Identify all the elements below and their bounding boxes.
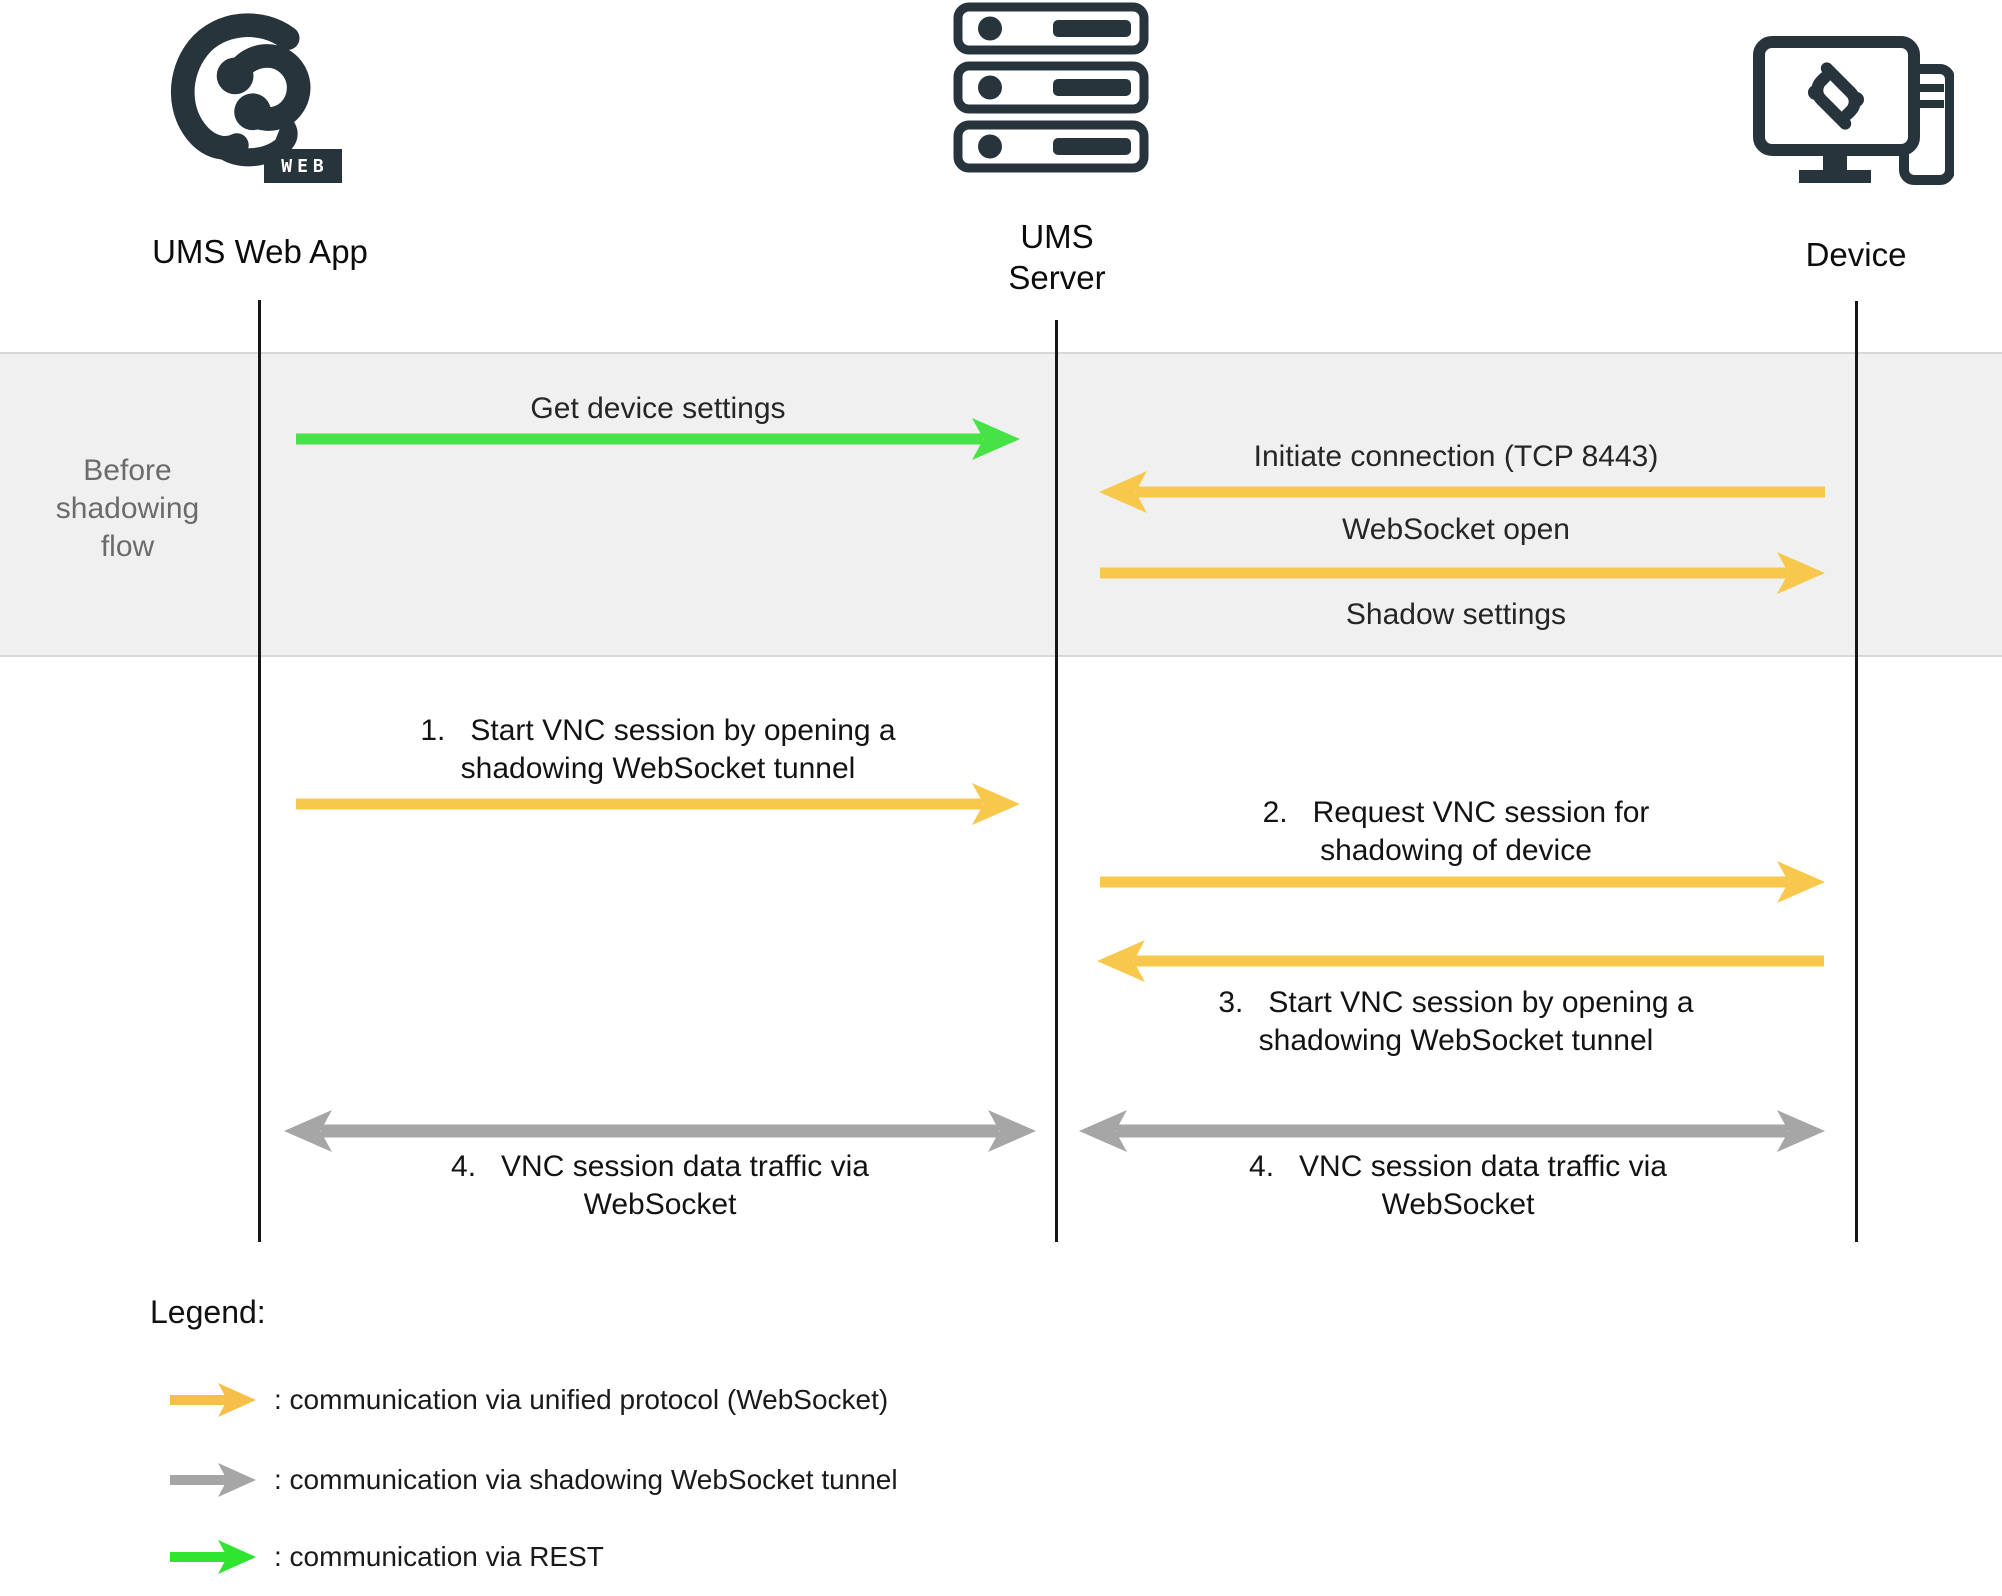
arrow-shaft [1116, 1124, 1788, 1138]
message-label-shadow-settings: Shadow settings [1345, 598, 1567, 631]
message-label-websocket-open: WebSocket open [1342, 513, 1570, 546]
arrow-shaft [296, 798, 983, 810]
step4-label-webapp-server: 4. VNC session data traffic via WebSocke… [451, 1150, 869, 1221]
step4-label-server-device: 4. VNC session data traffic via WebSocke… [1249, 1150, 1667, 1221]
arrow-step4-server-device [1079, 1110, 1825, 1152]
legend-arrow-shadowing-tunnel [170, 1463, 256, 1497]
step2-label: 2. Request VNC session for shadowing of … [1262, 796, 1650, 867]
actor-label-ums-web-app: UMS Web App [152, 233, 368, 270]
arrow-shaft [1100, 567, 1788, 579]
ums-web-app-logo-icon: WEB [158, 6, 342, 186]
before-shadowing-section-label: Before shadowing flow [55, 454, 200, 563]
arrow-shaft [1134, 955, 1824, 967]
lifeline-ums-web-app [258, 300, 261, 1242]
arrow-shaft [1136, 486, 1825, 498]
legend-title: Legend: [150, 1294, 266, 1330]
arrow-shaft [170, 1475, 227, 1485]
lifeline-device [1855, 301, 1858, 1242]
legend-arrow-rest [170, 1540, 256, 1574]
arrow-shaft [321, 1124, 999, 1138]
actor-label-ums-server: UMS Server [1008, 218, 1106, 296]
web-badge: WEB [264, 149, 342, 183]
legend-label-unified-protocol: : communication via unified protocol (We… [274, 1384, 889, 1415]
legend-label-rest: : communication via REST [274, 1541, 604, 1572]
ums-server-icon [953, 2, 1149, 174]
message-label-get-device-settings: Get device settings [530, 392, 786, 425]
arrow-step4-webapp-server [284, 1110, 1036, 1152]
legend-arrow-unified-protocol [170, 1383, 256, 1417]
lifeline-ums-server [1055, 320, 1058, 1242]
arrow-shaft [170, 1552, 227, 1562]
step3-label: 3. Start VNC session by opening a shadow… [1218, 986, 1694, 1057]
arrow-shaft [296, 433, 983, 445]
arrow-get-device-settings [296, 418, 1020, 460]
before-shadowing-section-band [0, 352, 2002, 657]
message-label-initiate-connection: Initiate connection (TCP 8443) [1253, 440, 1659, 473]
desktop-monitor-icon [1753, 36, 1955, 185]
actor-label-device: Device [1805, 236, 1907, 273]
server-rack-icon [953, 2, 1149, 173]
legend-label-shadowing-tunnel: : communication via shadowing WebSocket … [274, 1464, 898, 1495]
step1-label: 1. Start VNC session by opening a shadow… [420, 714, 896, 785]
arrow-shaft [1100, 876, 1788, 888]
arrow-initiate-connection [1099, 471, 1825, 513]
arrow-shaft [170, 1395, 227, 1405]
arrow-websocket-open [1100, 552, 1825, 594]
arrow-step1 [296, 783, 1020, 825]
igel-swirl-icon [171, 13, 311, 167]
arrow-step2 [1100, 861, 1825, 903]
device-icon [1752, 36, 1955, 186]
arrow-step3 [1097, 940, 1824, 982]
